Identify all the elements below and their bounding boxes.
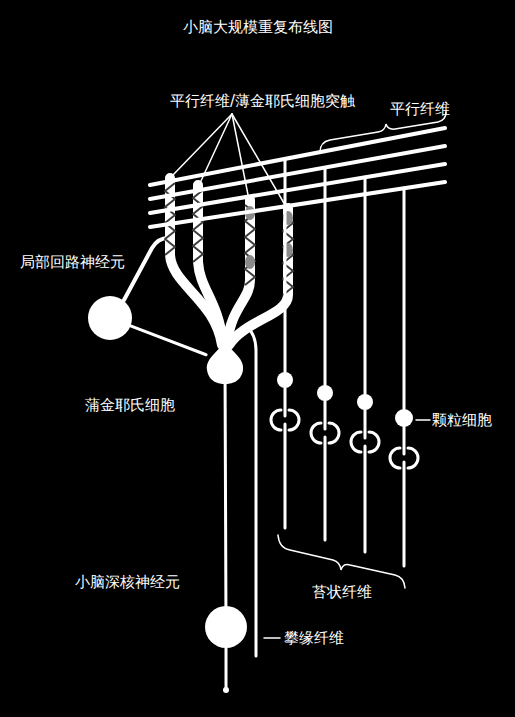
cell-shape [88, 296, 132, 340]
fiber-wrap [245, 205, 255, 285]
mossy-fiber [324, 437, 327, 540]
synapse-spot [245, 255, 255, 269]
parallel-fiber [150, 128, 445, 185]
cell-shape [205, 606, 247, 648]
leader-line [416, 419, 430, 421]
mossy-fiber [284, 424, 287, 528]
cell-body [395, 409, 413, 427]
neuron-connection [224, 384, 228, 606]
climbing-fiber [246, 325, 256, 656]
leader-line [232, 114, 250, 205]
leader-line [200, 114, 232, 183]
axon-terminal [223, 687, 229, 693]
diagram-title: 小脑大规模重复布线图 [0, 18, 515, 36]
parallel-fiber [150, 182, 445, 227]
cell-shape [205, 340, 245, 384]
cell-label: 颗粒细胞 [432, 411, 492, 429]
neuron-axon [225, 648, 228, 688]
cell-body [207, 340, 243, 384]
dendrite [229, 208, 288, 345]
neuron-dendrite [124, 238, 168, 300]
granule-dendrite [364, 410, 367, 438]
cell-body [88, 296, 132, 340]
granule-cell [357, 394, 373, 410]
mossy-fiber [364, 446, 367, 552]
granule-axon [403, 188, 406, 409]
granule-cell [277, 372, 293, 388]
granule-dendrite [284, 388, 287, 416]
local-neuron: 局部回路神经元 [88, 296, 132, 340]
deep-nucleus-neuron: 小脑深核神经元 [205, 606, 247, 648]
granule-dendrite [324, 401, 327, 429]
bracket [278, 535, 405, 588]
neuron-connection [131, 326, 207, 355]
granule-dendrite [403, 427, 406, 454]
cell-shape [395, 409, 413, 427]
purkinje-cell: 蒲金耶氏细胞 [205, 340, 245, 384]
cell-label: 小脑深核神经元 [75, 573, 180, 591]
leader-line [172, 114, 232, 176]
dendrite [198, 185, 223, 343]
leader-line [264, 637, 280, 639]
bracket [320, 112, 446, 152]
cell-label: 蒲金耶氏细胞 [85, 396, 175, 414]
fiber-wrap [193, 190, 203, 262]
part-label: 平行纤维 [390, 100, 450, 118]
granule-cell [317, 385, 333, 401]
part-label: 攀缘纤维 [284, 629, 344, 647]
mossy-fiber [403, 462, 406, 566]
cell-label: 局部回路神经元 [20, 253, 125, 271]
granule-axon [284, 159, 287, 372]
granule-cell: 颗粒细胞 [395, 409, 413, 427]
granule-axon [364, 177, 367, 394]
granule-axon [324, 168, 327, 385]
part-label: 苔状纤维 [312, 583, 372, 601]
leader-line [232, 114, 288, 210]
part-label: 平行纤维/薄金耶氏细胞突触 [170, 92, 355, 110]
cell-body [205, 606, 247, 648]
